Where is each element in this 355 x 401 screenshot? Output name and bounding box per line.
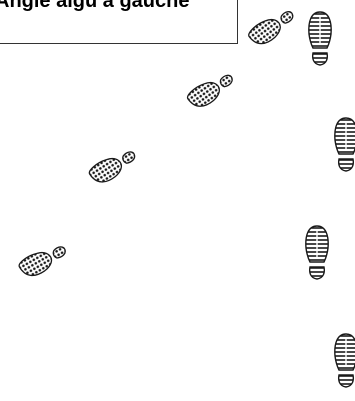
- left-print-2: [87, 144, 139, 187]
- right-print-4: [335, 334, 355, 387]
- right-print-2: [335, 118, 355, 171]
- right-print-1: [309, 12, 331, 65]
- left-print-4: [247, 4, 298, 49]
- left-print-1: [17, 239, 69, 281]
- right-print-3: [306, 226, 328, 279]
- left-print-3: [185, 68, 236, 112]
